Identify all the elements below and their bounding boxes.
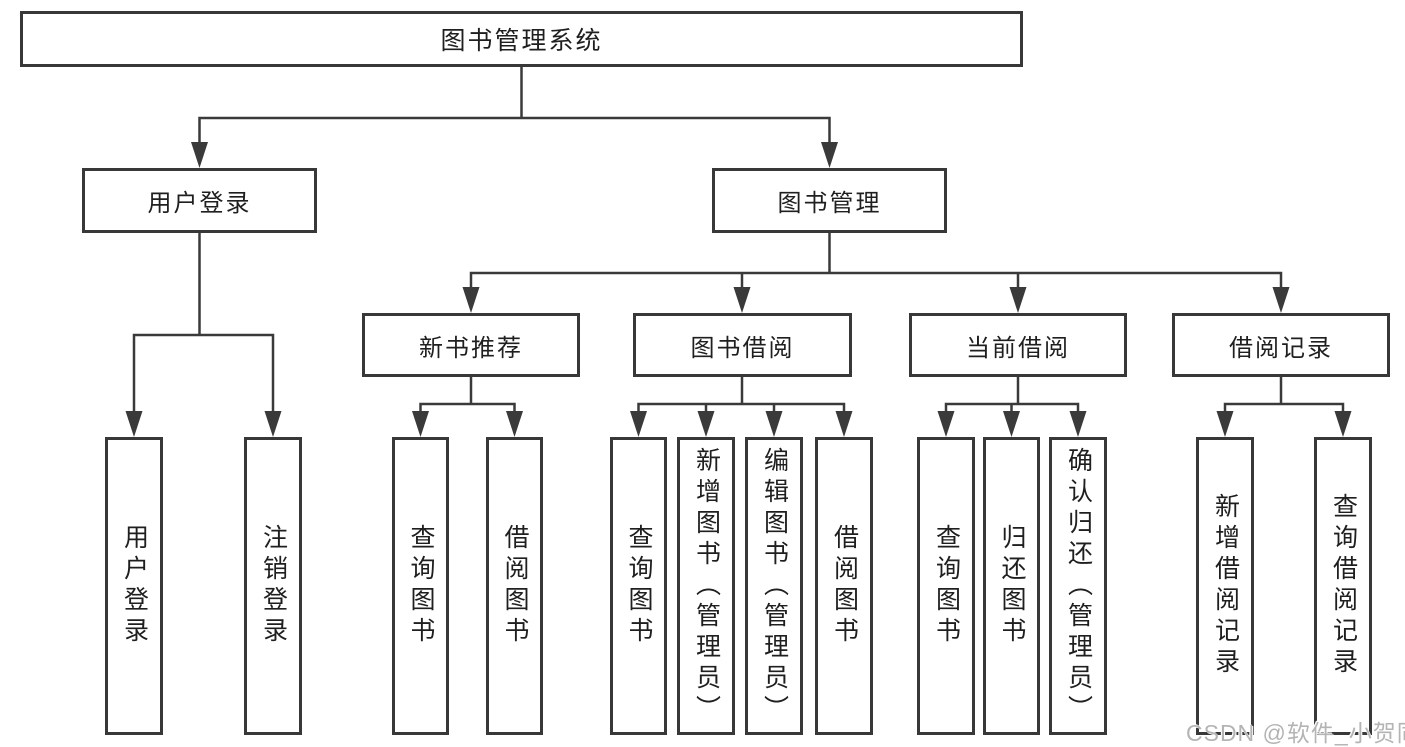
node-label: 图书管理 xyxy=(777,190,882,217)
node-label: 归还图书 xyxy=(998,524,1026,648)
node-current-borrowing: 当前借阅 xyxy=(909,313,1127,377)
leaf-borrow-books-recommendation: 借阅图书 xyxy=(486,437,543,735)
node-new-book-recommendation: 新书推荐 xyxy=(362,313,580,377)
leaf-logout: 注销登录 xyxy=(244,437,302,735)
node-label: 当前借阅 xyxy=(966,334,1070,362)
connector-book-management-children xyxy=(462,231,1290,313)
node-label: 借阅图书 xyxy=(501,524,529,648)
connector-root-to-level2 xyxy=(191,65,838,168)
node-label: 查询借阅记录 xyxy=(1329,493,1358,679)
leaf-add-book-admin: 新增图书（管理员） xyxy=(677,437,735,735)
node-label: 用户登录 xyxy=(120,524,149,648)
node-label: 新增图书（管理员） xyxy=(692,446,721,726)
leaf-add-borrow-record: 新增借阅记录 xyxy=(1196,437,1254,735)
leaf-query-borrow-record: 查询借阅记录 xyxy=(1314,437,1372,735)
connector-current-borrowing-children xyxy=(937,375,1087,437)
node-label: 图书借阅 xyxy=(690,334,795,362)
node-label: 查询图书 xyxy=(932,524,961,648)
node-label: 注销登录 xyxy=(259,524,288,648)
node-borrowing-records: 借阅记录 xyxy=(1172,313,1390,377)
node-label: 查询图书 xyxy=(407,524,435,648)
node-label: 借阅记录 xyxy=(1229,334,1333,362)
node-label: 图书管理系统 xyxy=(440,27,603,55)
node-label: 新书推荐 xyxy=(419,334,523,362)
leaf-query-books-recommendation: 查询图书 xyxy=(392,437,449,735)
leaf-query-books-current: 查询图书 xyxy=(917,437,975,735)
connector-user-login-children xyxy=(125,231,282,437)
node-label: 编辑图书（管理员） xyxy=(760,446,789,726)
csdn-watermark: CSDN @软件_小贺同学 xyxy=(1186,720,1405,746)
node-label: 用户登录 xyxy=(147,190,252,217)
node-label: 查询图书 xyxy=(625,524,653,648)
node-label: 确认归还（管理员） xyxy=(1064,446,1093,726)
node-label: 借阅图书 xyxy=(830,524,859,648)
leaf-return-book: 归还图书 xyxy=(983,437,1040,735)
leaf-borrow-books-borrowing: 借阅图书 xyxy=(815,437,873,735)
leaf-user-login: 用户登录 xyxy=(105,437,163,735)
node-label: 新增借阅记录 xyxy=(1211,493,1240,679)
connector-book-borrowing-children xyxy=(630,375,853,437)
connector-borrowing-records-children xyxy=(1216,375,1352,437)
leaf-edit-book-admin: 编辑图书（管理员） xyxy=(745,437,803,735)
leaf-query-books-borrowing: 查询图书 xyxy=(610,437,667,735)
node-book-management: 图书管理 xyxy=(712,168,947,233)
node-book-borrowing: 图书借阅 xyxy=(633,313,852,377)
leaf-confirm-return-admin: 确认归还（管理员） xyxy=(1049,437,1107,735)
node-user-login: 用户登录 xyxy=(82,168,317,233)
connector-new-book-recommendation-children xyxy=(412,375,523,437)
node-library-management-system: 图书管理系统 xyxy=(20,11,1023,67)
